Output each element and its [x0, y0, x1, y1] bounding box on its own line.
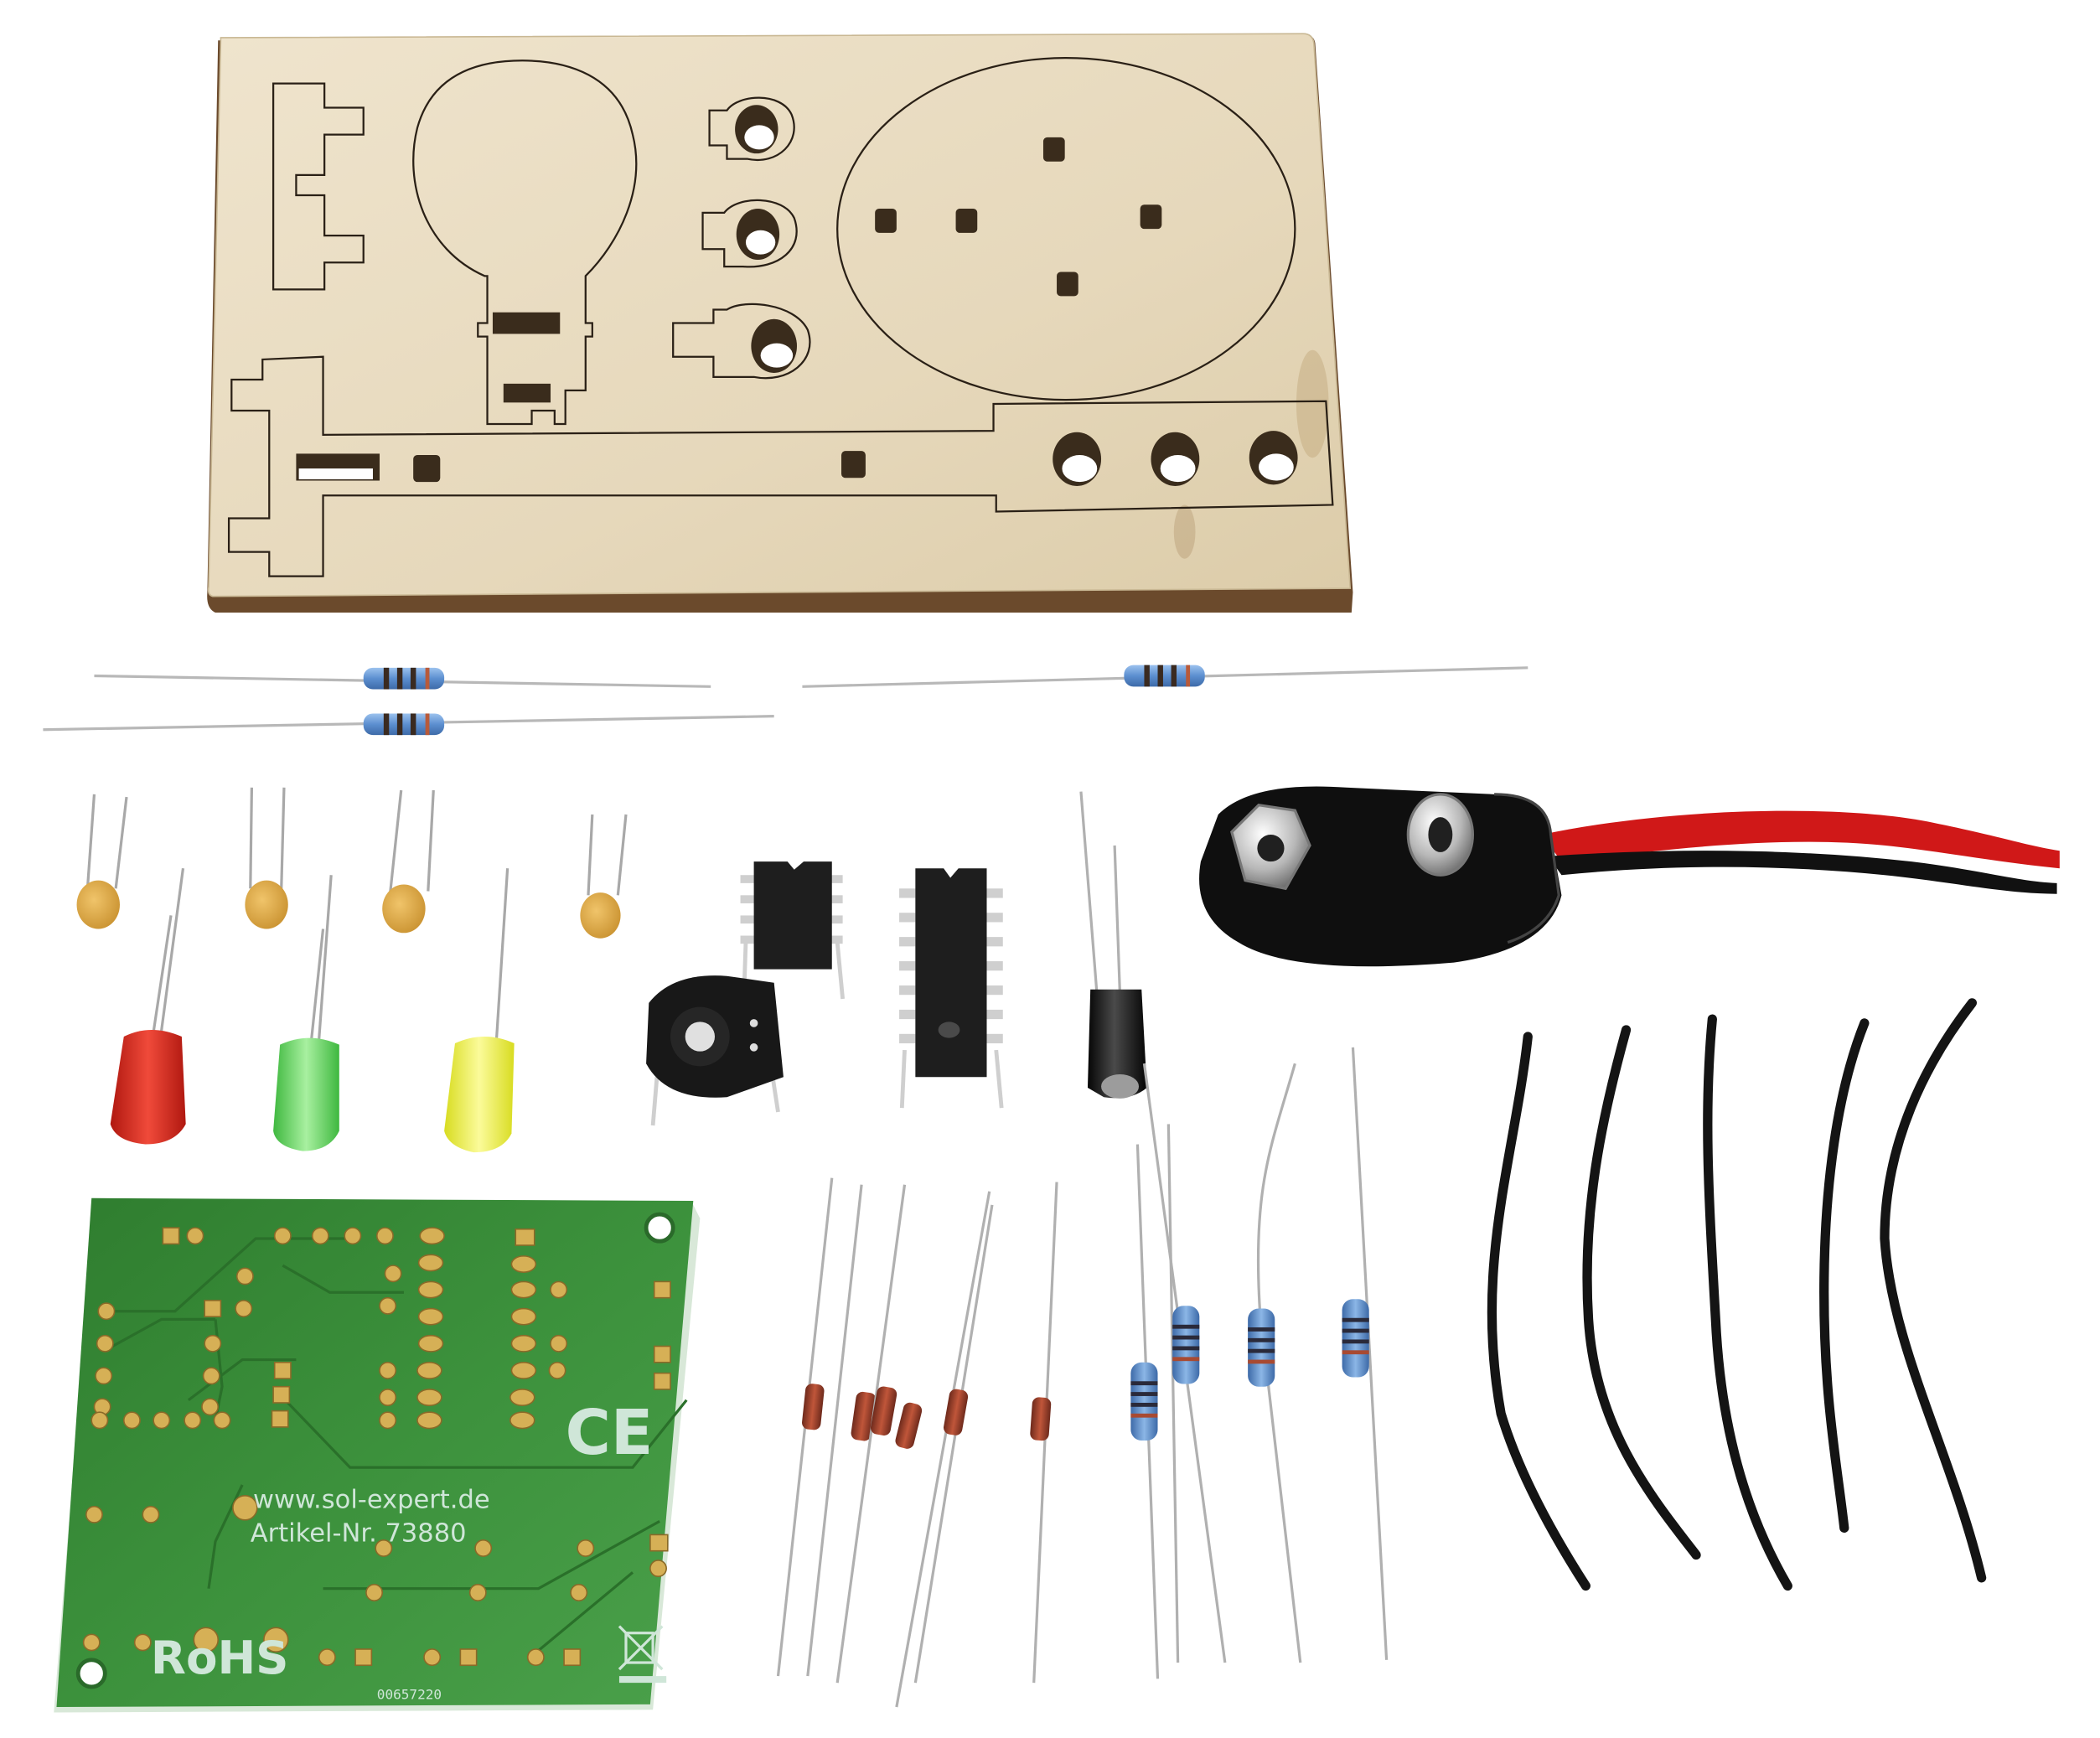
- rohs-mark: RoHS: [151, 1631, 289, 1684]
- diode: [1030, 1182, 1058, 1684]
- resistor: [1130, 1144, 1160, 1679]
- jumper-wire: [1819, 1018, 1870, 1534]
- led-yellow: [444, 868, 515, 1153]
- pcb-pads: [82, 1227, 671, 1667]
- trimmer-potentiometer: [646, 975, 784, 1126]
- diode: [913, 1204, 994, 1684]
- weee-bin-icon: [618, 1625, 667, 1684]
- resistors-top: [43, 665, 1528, 736]
- svg-text:CE: CE: [566, 1397, 654, 1469]
- jumper-wire: [1487, 1032, 1591, 1591]
- ic-dip8: [740, 861, 846, 1000]
- part-hole-tab-1: [708, 96, 795, 161]
- cut-holes: [296, 105, 1298, 486]
- part-base-beam: [227, 355, 1334, 577]
- pcb-board: CE www.sol-expert.de Artikel-Nr. 73880 R…: [54, 1197, 701, 1713]
- leds: [110, 867, 515, 1153]
- ic-dip14: [899, 868, 1004, 1109]
- resistor: [1166, 1124, 1200, 1663]
- electrolytic-capacitor: [1079, 791, 1227, 1663]
- diode: [835, 1184, 907, 1684]
- ceramic-capacitor: [245, 787, 288, 929]
- jumper-wires: [1487, 998, 1987, 1591]
- part-lamp-head: [412, 59, 638, 426]
- ceramic-capacitor: [382, 789, 435, 934]
- diodes: [776, 1177, 1058, 1708]
- resistor: [802, 665, 1528, 688]
- resistors-bottom: [1130, 1047, 1389, 1679]
- led-red: [110, 867, 186, 1145]
- pcb-article-number: Artikel-Nr. 73880: [251, 1518, 467, 1548]
- pcb-serial: 00657220: [377, 1686, 442, 1702]
- part-bracket-left: [272, 82, 365, 291]
- part-hole-tab-2: [701, 199, 798, 268]
- resistor: [1342, 1047, 1389, 1660]
- ceramic-capacitor: [580, 814, 628, 939]
- resistor: [1248, 1063, 1302, 1663]
- diode: [895, 1191, 991, 1708]
- ceramic-capacitors: [76, 787, 628, 939]
- diode: [806, 1184, 877, 1677]
- ceramic-capacitor: [76, 794, 128, 929]
- cut-outlines: [227, 56, 1334, 577]
- pcb-website: www.sol-expert.de: [253, 1485, 490, 1514]
- led-green: [273, 875, 339, 1151]
- battery-clip-9v: [1199, 786, 2060, 967]
- wood-parts-board: [207, 33, 1353, 613]
- part-hole-tab-3: [672, 303, 811, 380]
- jumper-wire: [1880, 998, 1987, 1583]
- diode: [776, 1177, 834, 1677]
- resistor: [43, 713, 774, 736]
- ce-mark: CE: [566, 1397, 654, 1469]
- jumper-wire: [1582, 1025, 1701, 1560]
- part-round-base: [836, 56, 1296, 401]
- jumper-wire: [1703, 1014, 1792, 1591]
- resistor: [94, 667, 711, 690]
